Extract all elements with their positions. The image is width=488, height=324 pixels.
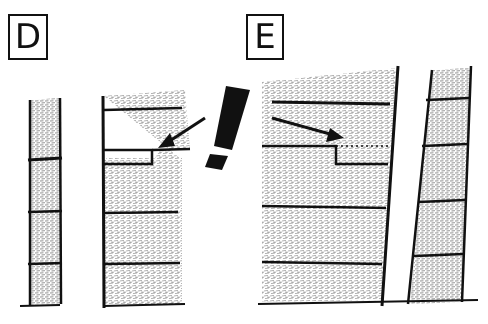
panel-e: [258, 66, 478, 306]
d-layer-line: [152, 149, 190, 150]
ground-line: [20, 305, 60, 306]
d-wall-edge: [103, 96, 104, 308]
d-left-column-edge-right: [60, 98, 61, 304]
panel-label-e: E: [246, 14, 284, 60]
d-rung: [28, 263, 62, 264]
d-layer-line: [104, 263, 180, 264]
d-rung: [28, 211, 62, 212]
exclamation-mark-icon: [205, 86, 250, 170]
panel-d: [20, 90, 205, 308]
panel-label-d: D: [8, 14, 48, 60]
d-wall-lower-fill: [106, 158, 182, 304]
d-left-column-fill: [30, 98, 60, 306]
d-rung: [28, 158, 62, 160]
e-layer-line: [272, 102, 390, 104]
d-layer-line: [104, 212, 178, 213]
